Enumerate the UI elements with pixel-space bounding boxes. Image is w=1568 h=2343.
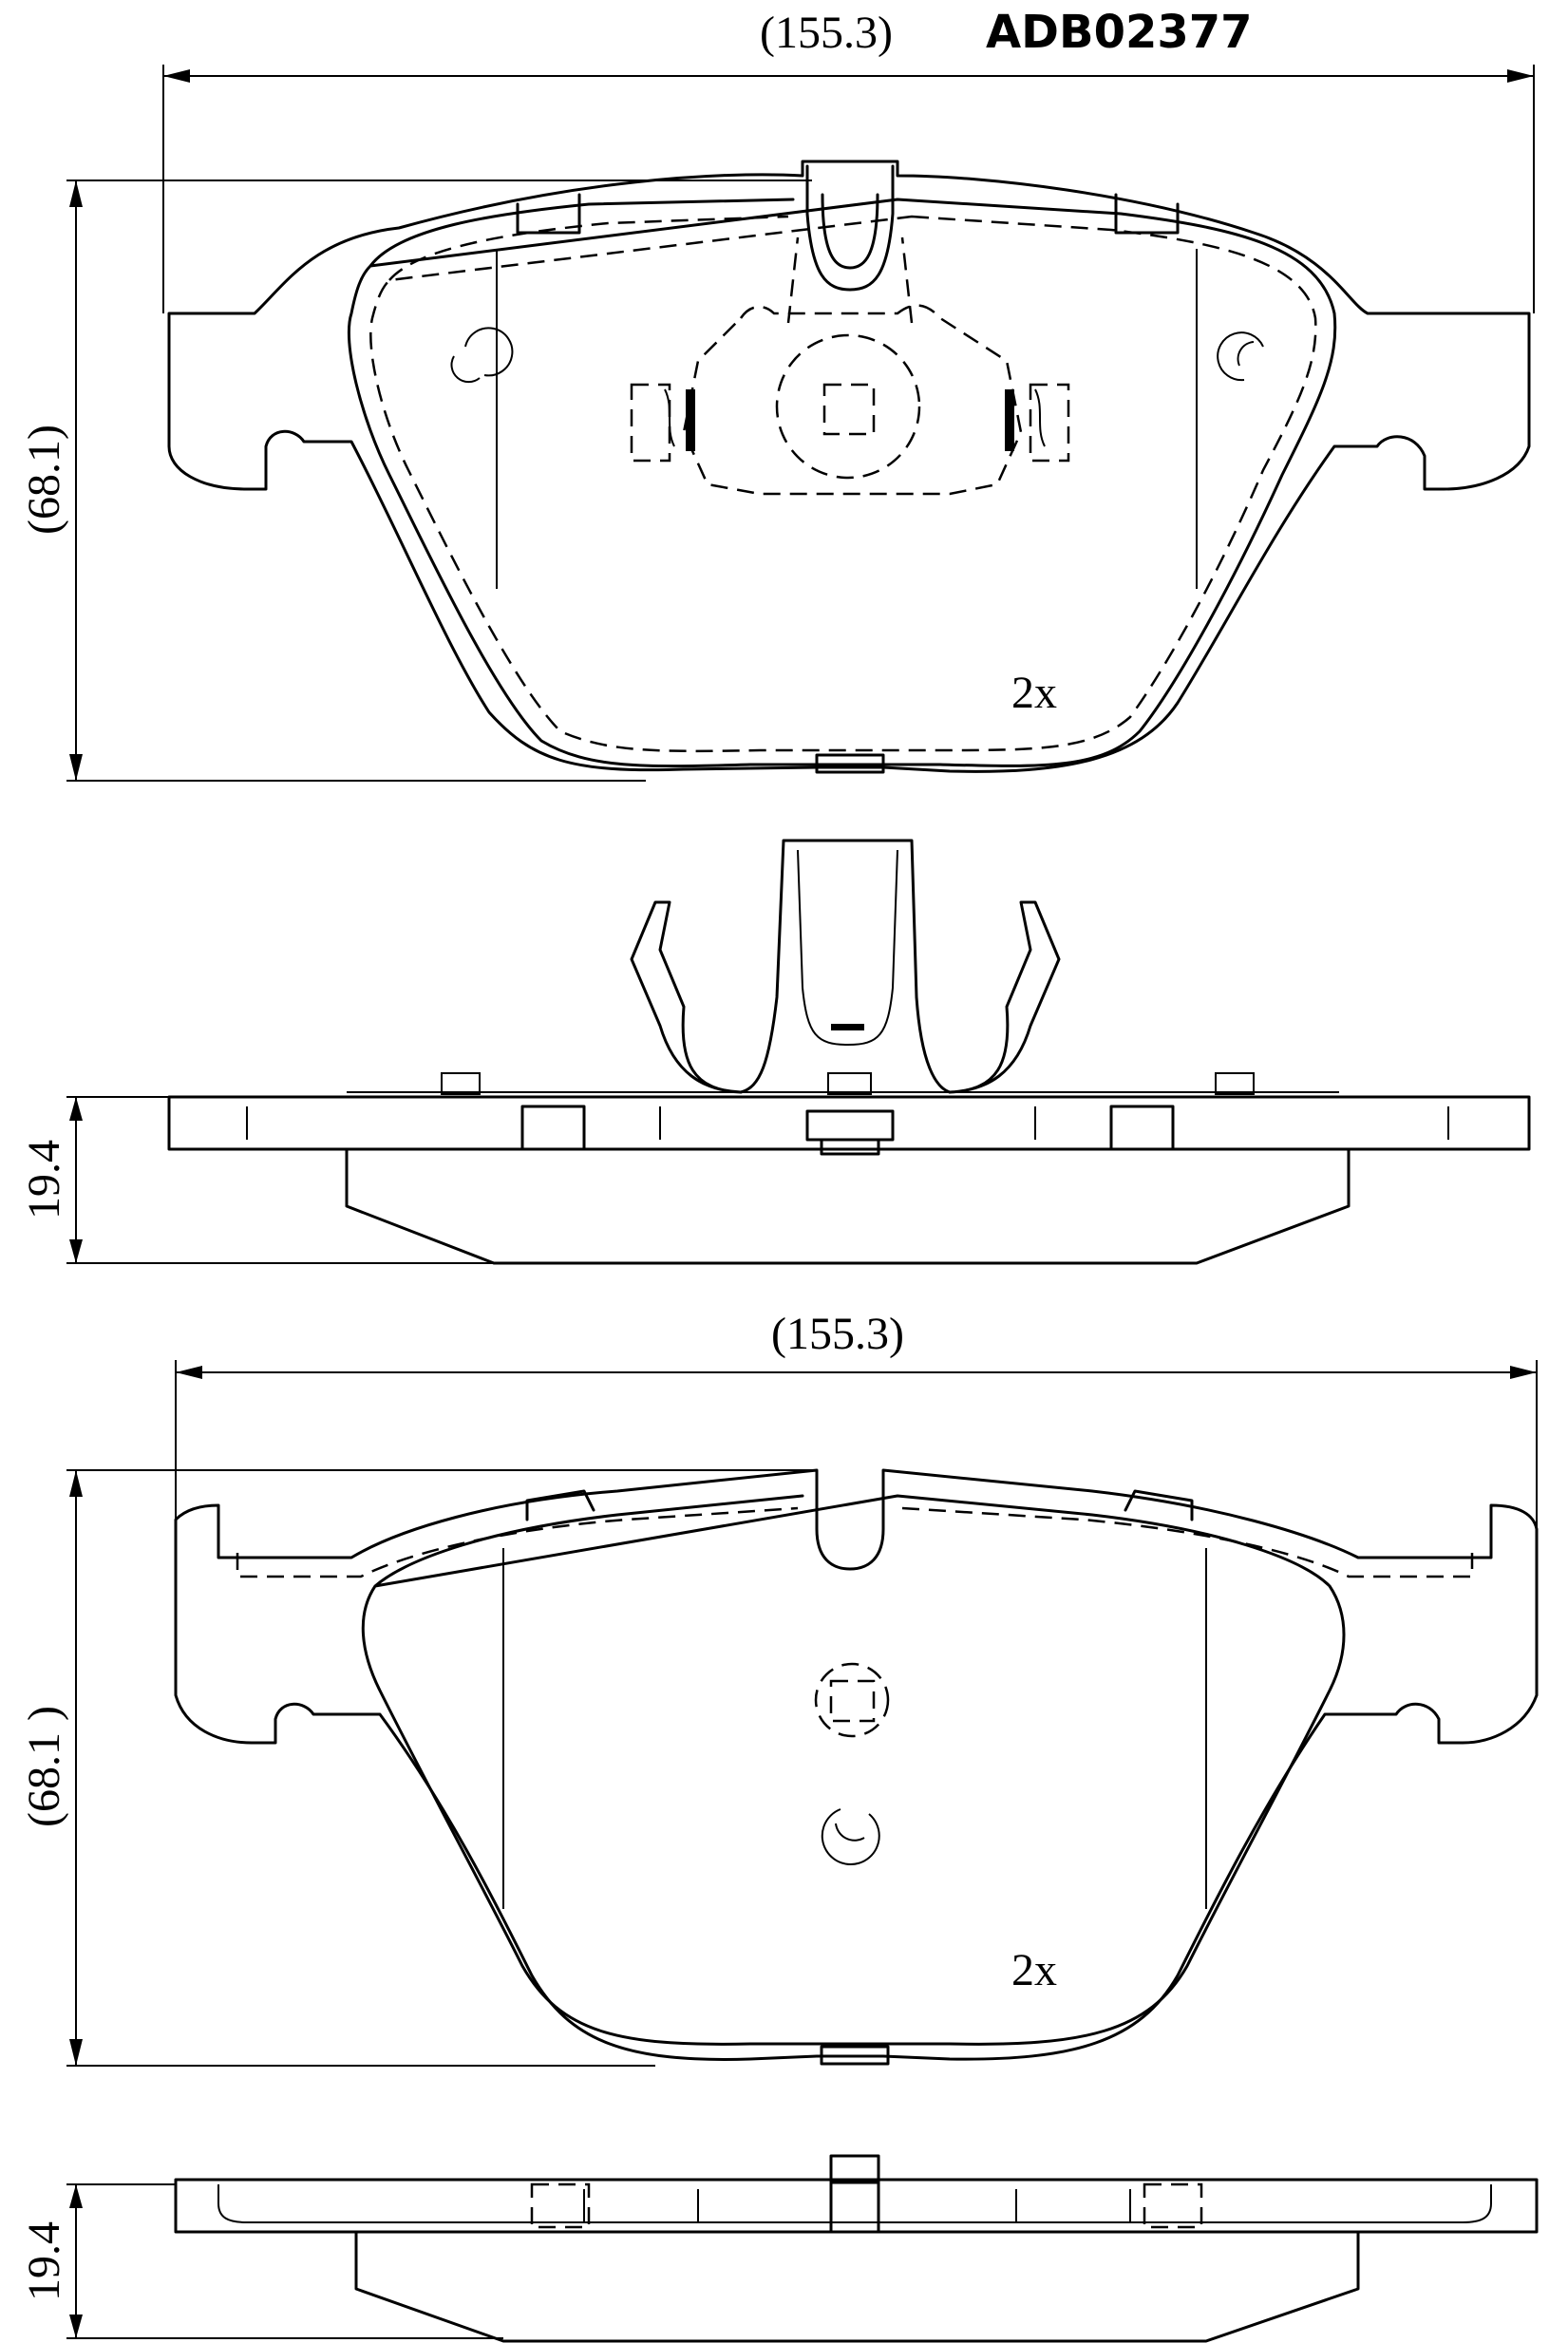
top-side-view xyxy=(167,839,1531,1265)
top-width-dimension-line xyxy=(162,65,1535,313)
bottom-height-dimension-label: (68.1 ) xyxy=(19,1706,69,1827)
part-number: ADB02377 xyxy=(986,6,1253,59)
bottom-front-view xyxy=(174,1468,1539,2066)
top-height-dimension xyxy=(66,180,812,782)
bottom-quantity-label: 2x xyxy=(1011,1945,1057,1995)
bottom-width-dimension-label: (155.3) xyxy=(771,1309,904,1359)
bottom-side-view xyxy=(174,2154,1539,2343)
bottom-thickness-dimension xyxy=(66,2183,503,2339)
top-thickness-label: 19.4 xyxy=(19,1140,69,1219)
bottom-width-dimension-line xyxy=(175,1360,1538,1558)
bottom-square-locator-icon xyxy=(814,1662,890,1738)
top-quantity-label: 2x xyxy=(1011,668,1057,718)
center-spring-clip xyxy=(630,236,1070,496)
top-width-dimension-label: (155.3) xyxy=(760,8,893,58)
right-locating-circle-icon xyxy=(1217,331,1264,382)
bottom-thickness-label: 19.4 xyxy=(19,2221,69,2301)
top-thickness-dimension xyxy=(66,1096,494,1264)
bottom-circle-locator-icon xyxy=(821,1808,880,1865)
left-locating-circle-icon xyxy=(450,327,514,384)
top-front-view xyxy=(167,160,1531,774)
top-height-dimension-label: (68.1) xyxy=(19,425,69,535)
bottom-height-dimension xyxy=(66,1469,817,2067)
